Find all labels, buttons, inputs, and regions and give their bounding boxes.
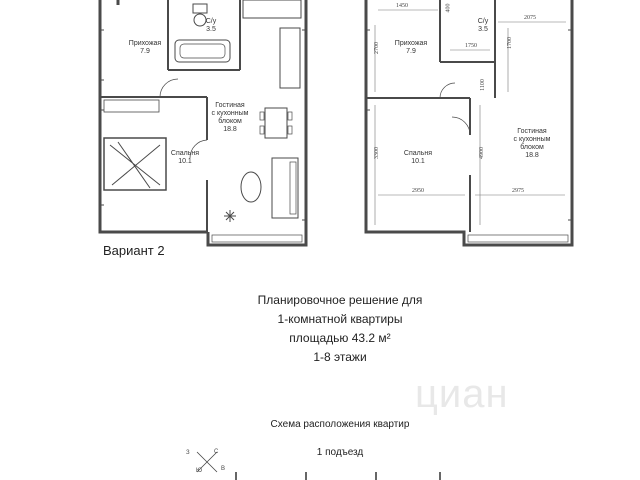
dim-top-2: 2075	[524, 15, 536, 21]
entrance-label: 1 подъезд	[316, 447, 364, 458]
right-plan	[364, 0, 574, 247]
dim-1700: 1700	[507, 37, 513, 49]
compass-west: З	[186, 450, 190, 456]
dim-2700: 2700	[374, 42, 380, 54]
dim-1100: 1100	[479, 79, 486, 91]
description-line-1: Планировочное решение для	[257, 293, 423, 307]
description-line-4: 1-8 этажи	[313, 350, 367, 364]
description-line-3: площадью 43.2 м²	[289, 331, 391, 345]
dim-bottom-1: 2950	[412, 188, 424, 194]
dim-top-1: 1450	[396, 3, 408, 9]
right-bathroom-label: С/у 3.5	[477, 18, 489, 33]
left-hall-label: Прихожая 7.9	[128, 40, 162, 55]
compass-north: С	[214, 449, 219, 455]
dim-3300: 3300	[374, 147, 380, 159]
left-living-label: Гостиная с кухонным блоком 18.8	[211, 102, 249, 133]
building-scheme	[235, 472, 441, 480]
compass-south: Ю	[196, 468, 203, 474]
compass-icon	[196, 451, 218, 473]
dim-1750: 1750	[465, 43, 477, 49]
left-bathroom-label: С/у 3.5	[205, 18, 217, 33]
dim-400: 400	[445, 3, 452, 13]
left-plan	[98, 0, 308, 247]
right-bedroom-label: Спальня 10.1	[403, 150, 433, 165]
plan-description: Планировочное решение для 1-комнатной кв…	[220, 291, 460, 367]
watermark: циан	[415, 372, 509, 416]
left-bedroom-label: Спальня 10.1	[170, 150, 200, 165]
dim-4900: 4900	[479, 147, 485, 159]
right-hall-label: Прихожая 7.9	[394, 40, 428, 55]
variant-label: Вариант 2	[103, 243, 165, 258]
dim-bottom-2: 2975	[512, 188, 524, 194]
description-line-2: 1-комнатной квартиры	[277, 312, 403, 326]
compass-east: В	[221, 466, 226, 472]
scheme-title: Схема расположения квартир	[270, 419, 410, 430]
right-living-label: Гостиная с кухонным блоком 18.8	[513, 128, 551, 159]
